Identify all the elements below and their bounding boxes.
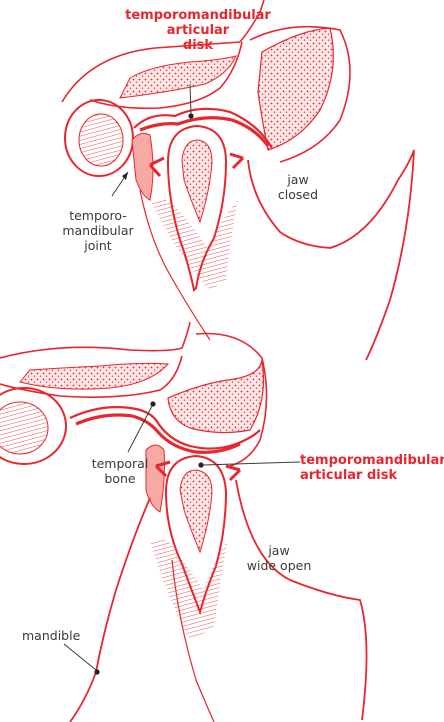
disk-pointer-bottom [203, 462, 300, 465]
jaw-closed-label-line-2: closed [268, 187, 328, 202]
bone-pointer-dot [150, 401, 155, 406]
disk-label-bottom-line-2: articular disk [300, 468, 442, 483]
bone-pointer [128, 406, 152, 452]
ear-canal-inner-bottom [0, 402, 48, 454]
jaw-wide-open-label-line-1: jaw [238, 543, 320, 558]
ligament-right-top [230, 154, 243, 168]
skull-bone-region [120, 56, 236, 98]
jaw-wide-open-label: jaw wide open [238, 543, 320, 573]
zygomatic-bone-region-bottom [168, 360, 264, 433]
ear-canal-inner [79, 114, 123, 166]
mandible-outline-bottom [236, 480, 367, 720]
mandible-pointer-dot [94, 669, 99, 674]
skull-bone-region-bottom [20, 363, 168, 389]
disk-pointer-dot-bottom [198, 462, 203, 467]
jaw-closed-label-line-1: jaw [268, 172, 328, 187]
disk-label-top-line-3: disk [118, 38, 278, 53]
joint-label-line-1: temporo- [52, 208, 144, 223]
mandible-label-text: mandible [22, 628, 102, 643]
mandible-pointer [64, 644, 96, 670]
joint-label-line-3: joint [52, 238, 144, 253]
ligament-right-bottom [226, 466, 240, 480]
disk-label-top-line-1: temporomandibular [118, 8, 278, 23]
temporal-bone-label-line-2: bone [82, 471, 158, 486]
jaw-closed-label: jaw closed [268, 172, 328, 202]
disk-label-top-line-2: articular [118, 23, 278, 38]
top-view [62, 0, 414, 360]
temporal-bone-label: temporal bone [82, 456, 158, 486]
temporal-bone-label-line-1: temporal [82, 456, 158, 471]
joint-label: temporo- mandibular joint [52, 208, 144, 253]
disk-label-bottom-line-1: temporomandibular [300, 453, 442, 468]
disk-pointer-dot-top [188, 113, 193, 118]
disk-label-bottom: temporomandibular articular disk [300, 453, 442, 483]
joint-label-line-2: mandibular [52, 223, 144, 238]
mandible-lower-outline [70, 498, 150, 722]
disk-label-top: temporomandibular articular disk [118, 8, 278, 53]
jaw-wide-open-label-line-2: wide open [238, 558, 320, 573]
mandible-label: mandible [22, 628, 102, 643]
bottom-view [0, 322, 367, 722]
